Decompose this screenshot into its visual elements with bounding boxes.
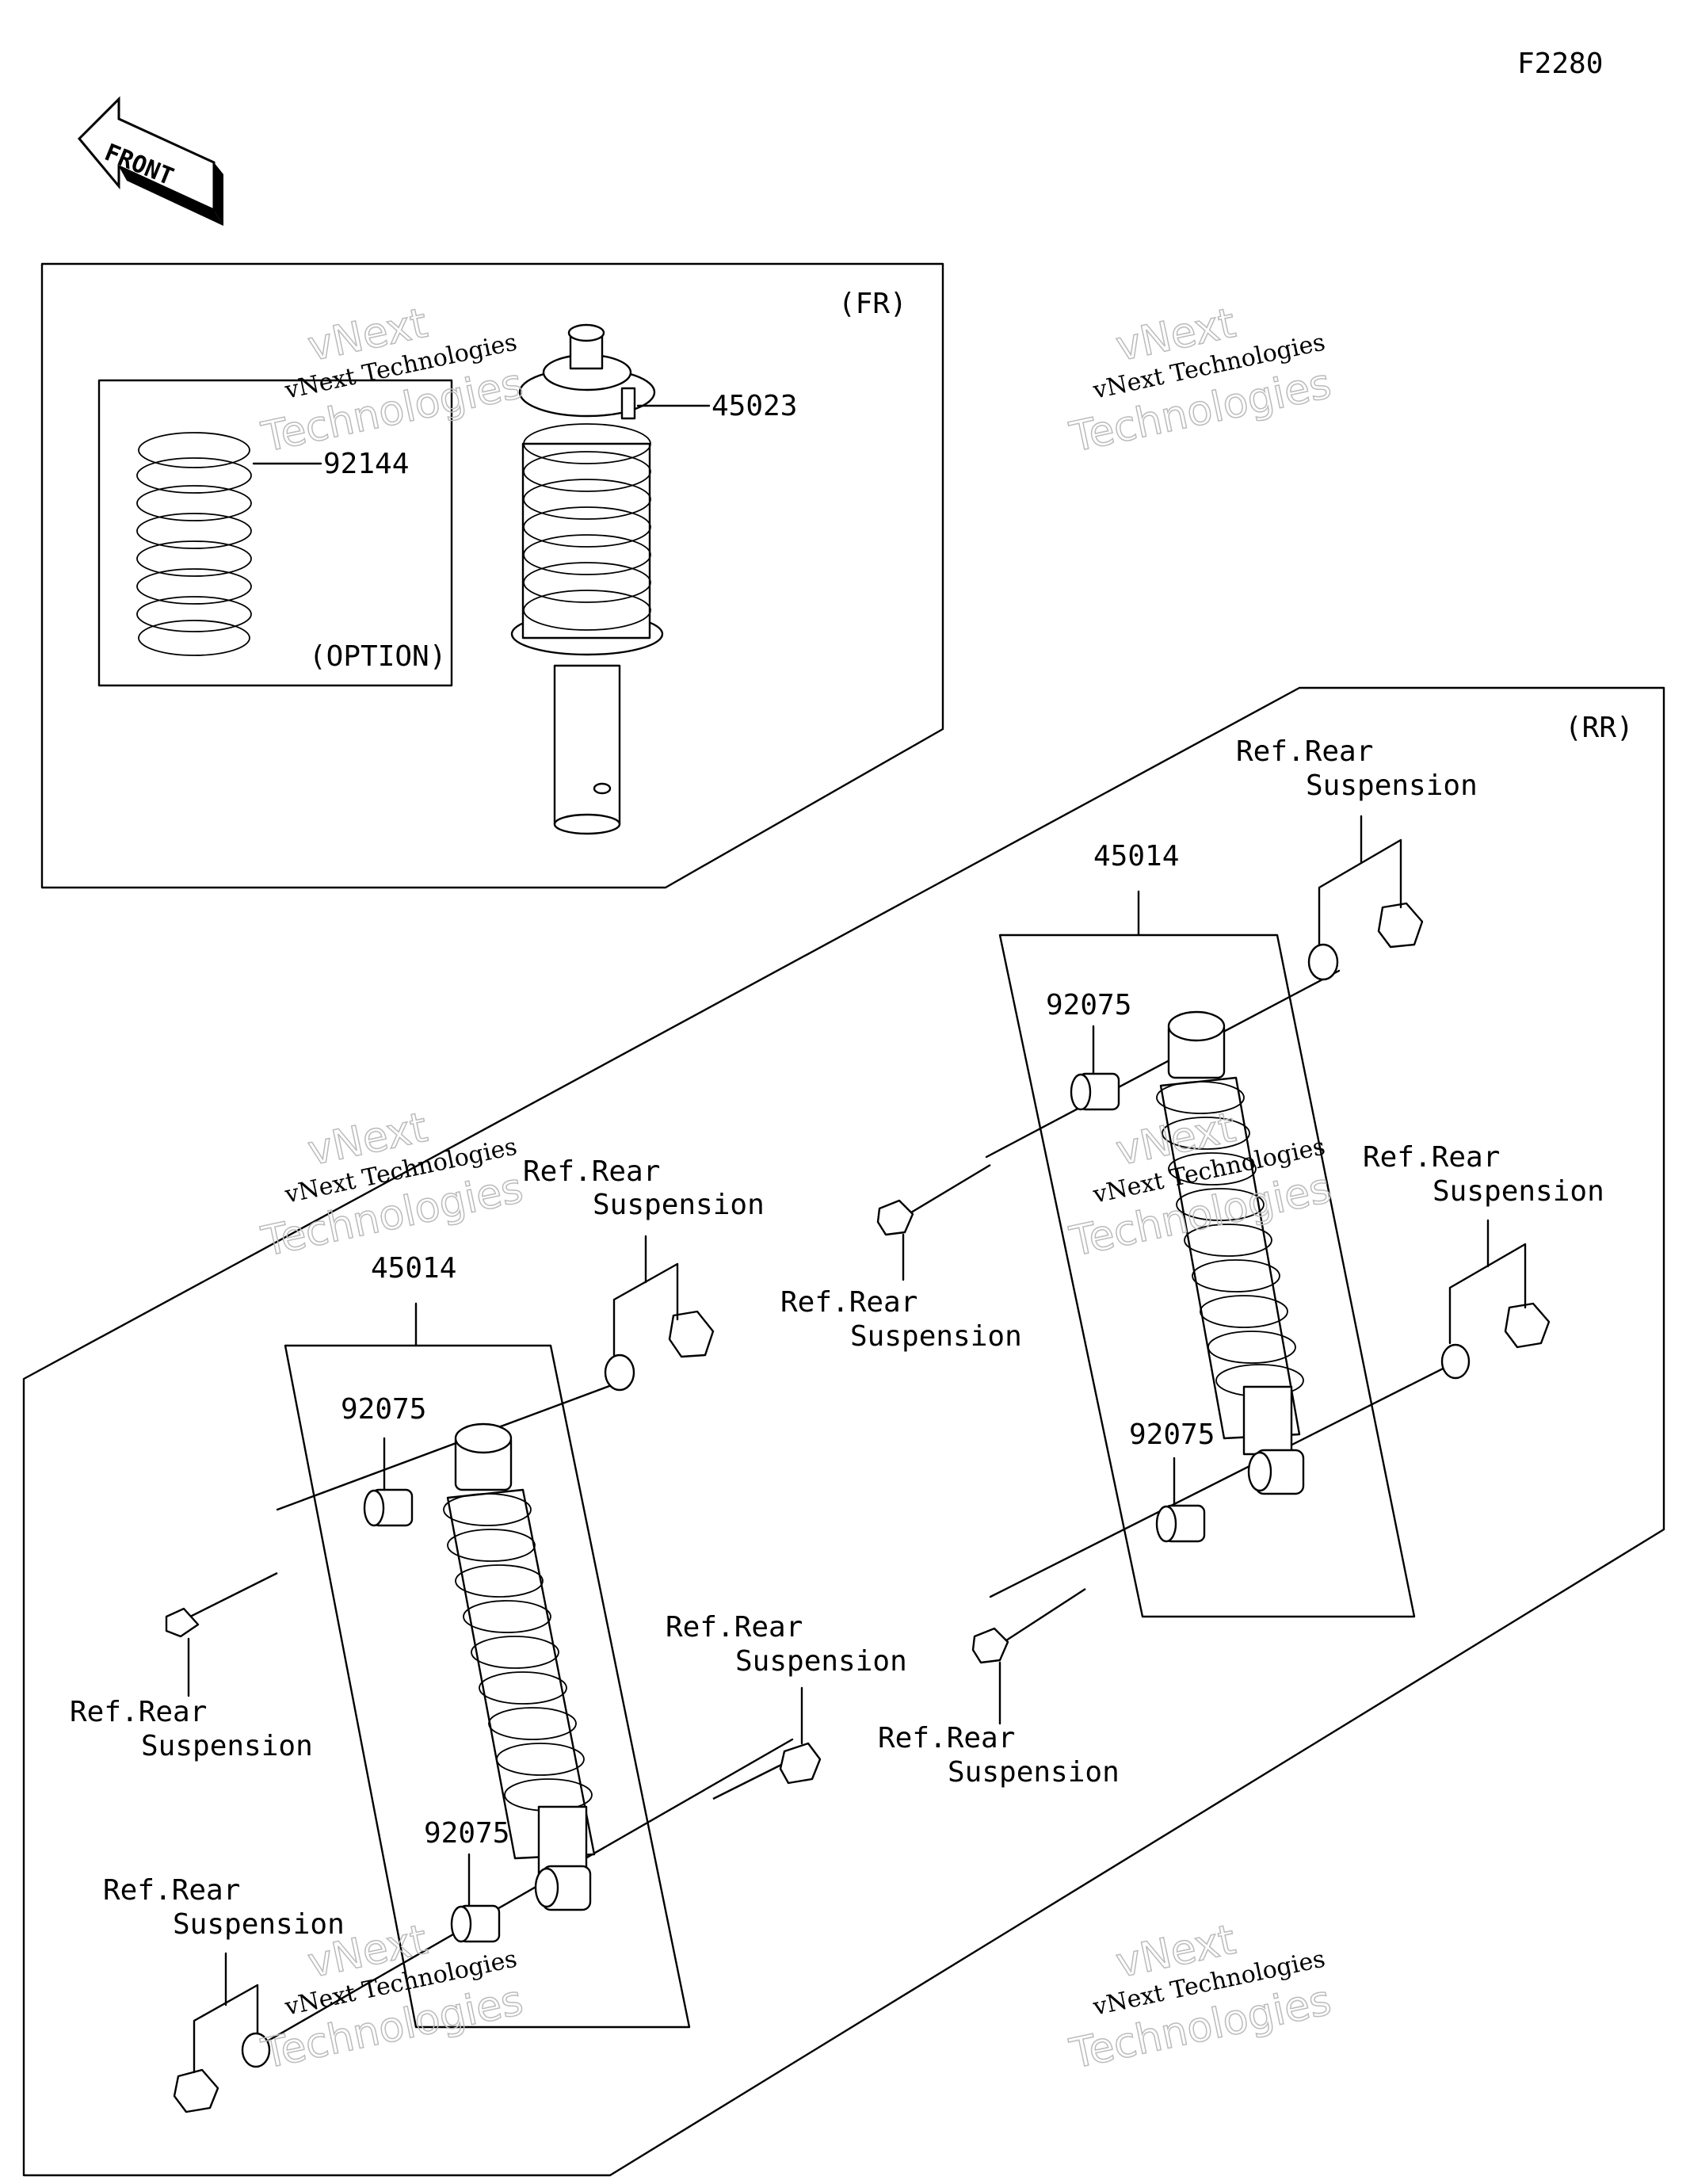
rr-frame	[22, 686, 1665, 2177]
rear-right-assembly: 45014 Ref.Rear Suspension 92075	[780, 735, 1604, 1789]
left-ref-upper-bolt-2: Suspension	[141, 1730, 313, 1762]
left-ref-upper-bolt-1: Ref.Rear	[70, 1696, 207, 1728]
right-ref-upper-bolt-1: Ref.Rear	[780, 1286, 917, 1319]
left-part-92075-upper: 92075	[341, 1393, 426, 1426]
right-lower-washer-icon	[1440, 1343, 1471, 1380]
watermark-6: vNext vNext Technologies Technologies	[1065, 1915, 1336, 2079]
left-lower-bolt-icon	[712, 1742, 822, 1800]
fr-frame	[40, 262, 944, 889]
fr-section: (FR) (OPTION) 92144	[40, 262, 944, 889]
left-upper-bolt-icon	[165, 1571, 278, 1638]
left-lower-washer-icon	[241, 2032, 271, 2068]
option-tag: (OPTION)	[309, 640, 446, 673]
left-upper-nut-icon	[668, 1310, 715, 1358]
right-ref-lower-bolt-1: Ref.Rear	[878, 1722, 1015, 1754]
watermark-3: vNext vNext Technologies Technologies	[257, 1103, 528, 1266]
rr-tag: (RR)	[1565, 712, 1634, 744]
diagram-code: F2280	[1517, 48, 1603, 80]
right-upper-washer-icon	[1307, 943, 1339, 981]
left-upper-washer-icon	[604, 1354, 635, 1392]
left-ref-lower-nut-1: Ref.Rear	[103, 1874, 240, 1907]
right-ref-upper-nut-2: Suspension	[1306, 769, 1478, 802]
right-ref-upper-nut-1: Ref.Rear	[1236, 735, 1373, 768]
fr-tag: (FR)	[838, 288, 907, 320]
watermark-2: vNext vNext Technologies Technologies	[1065, 299, 1336, 462]
right-lower-nut-icon	[1504, 1302, 1551, 1349]
left-assembly-bracket	[284, 1344, 691, 2029]
right-upper-nut-icon	[1377, 902, 1424, 949]
right-ref-lower-nut-2: Suspension	[1432, 1175, 1604, 1208]
left-part-45014: 45014	[371, 1252, 456, 1285]
right-lower-bolt-icon	[971, 1587, 1086, 1664]
left-part-92075-lower: 92075	[424, 1817, 509, 1850]
right-part-92075-lower: 92075	[1129, 1418, 1215, 1451]
front-shock-absorber-icon	[510, 323, 664, 835]
left-ref-lower-bolt-2: Suspension	[735, 1645, 907, 1678]
left-rear-shock-absorber-icon	[443, 1422, 596, 1911]
right-ref-lower-bolt-2: Suspension	[948, 1756, 1120, 1789]
front-arrow-icon: FRONT	[77, 96, 223, 226]
right-upper-bolt-icon	[876, 1163, 991, 1236]
left-ref-lower-nut-2: Suspension	[173, 1908, 345, 1941]
part-92144: 92144	[323, 448, 409, 480]
right-part-45014: 45014	[1093, 840, 1179, 872]
right-lower-bushing-icon	[1155, 1504, 1206, 1543]
rr-section: (RR) 45014 Ref.Rear Suspension 9207	[22, 686, 1665, 2177]
left-lower-nut-icon	[173, 2068, 219, 2113]
left-lower-bushing-icon	[450, 1904, 501, 1943]
part-45023: 45023	[711, 390, 797, 422]
watermark-1: vNext vNext Technologies Technologies	[257, 299, 528, 462]
right-rear-shock-absorber-icon	[1156, 1010, 1305, 1495]
rear-left-assembly: 45014 Ref.Rear Suspension 92075	[70, 1155, 907, 2113]
coil-spring-icon	[136, 432, 252, 656]
right-upper-bushing-icon	[1070, 1072, 1120, 1111]
left-upper-bushing-icon	[363, 1488, 414, 1527]
watermark-4: vNext vNext Technologies Technologies	[1065, 1103, 1336, 1266]
right-assembly-bracket	[998, 934, 1416, 1618]
right-part-92075-upper: 92075	[1046, 989, 1131, 1021]
right-ref-upper-bolt-2: Suspension	[850, 1320, 1022, 1353]
left-ref-lower-bolt-1: Ref.Rear	[666, 1611, 803, 1644]
left-ref-upper-nut-1: Ref.Rear	[523, 1155, 660, 1188]
right-ref-lower-nut-1: Ref.Rear	[1363, 1141, 1500, 1174]
left-ref-upper-nut-2: Suspension	[593, 1189, 765, 1221]
option-box	[97, 379, 453, 687]
